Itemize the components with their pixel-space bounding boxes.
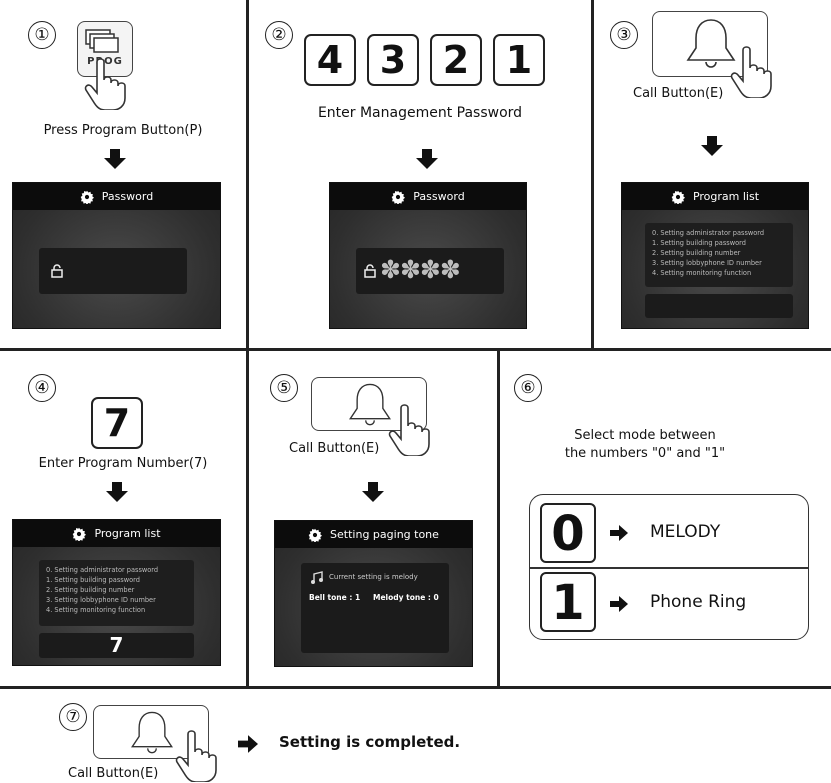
arrow-right-icon	[238, 735, 258, 753]
prog-button[interactable]: PROG	[77, 21, 133, 77]
password-input[interactable]: ✽✽✽✽	[356, 248, 504, 294]
step-number: ③	[610, 21, 638, 49]
digit-key-1[interactable]: 1	[493, 34, 545, 86]
screen-header: Program list	[13, 520, 220, 547]
completion-message: Setting is completed.	[279, 733, 461, 751]
bell-icon	[131, 711, 173, 754]
screen-title: Program list	[94, 527, 161, 540]
program-number-input[interactable]: 7	[39, 633, 194, 658]
device-screen: Password ✽✽✽✽	[330, 183, 526, 328]
screen-header: Password	[13, 183, 220, 210]
current-setting-text: Current setting is melody	[329, 573, 418, 581]
screen-header: Setting paging tone	[275, 521, 472, 548]
list-item[interactable]: 1. Setting building password	[46, 576, 140, 584]
gear-icon	[391, 190, 406, 204]
step-number: ⑦	[59, 703, 87, 731]
instruction-line-1: Select mode between	[574, 428, 716, 443]
windows-icon	[85, 29, 119, 53]
list-item[interactable]: 2. Setting building number	[652, 249, 741, 257]
bell-icon	[349, 383, 391, 426]
gear-icon	[308, 528, 323, 542]
bell-icon	[686, 19, 736, 68]
device-screen: Program list 0. Setting administrator pa…	[13, 520, 220, 665]
digit-key-7[interactable]: 7	[91, 397, 143, 449]
entered-number: 7	[109, 633, 124, 657]
mode-option-phone-ring[interactable]: 1 Phone Ring	[530, 568, 808, 640]
grid-divider-h1	[0, 348, 831, 351]
setting-panel: Current setting is melody Bell tone : 1 …	[301, 563, 449, 653]
grid-divider-v1	[246, 0, 249, 349]
grid-divider-v4	[497, 349, 500, 687]
list-item[interactable]: 4. Setting monitoring function	[46, 606, 146, 614]
program-number-input[interactable]	[645, 294, 793, 318]
step-number: ①	[28, 21, 56, 49]
program-list: 0. Setting administrator password 1. Set…	[645, 223, 793, 287]
device-screen: Password	[13, 183, 220, 328]
list-item[interactable]: 4. Setting monitoring function	[652, 269, 752, 277]
program-list: 0. Setting administrator password 1. Set…	[39, 560, 194, 626]
bell-tone-text: Bell tone : 1	[309, 593, 361, 602]
gear-icon	[671, 190, 685, 204]
melody-tone-text: Melody tone : 0	[373, 593, 439, 602]
screen-title: Password	[413, 190, 465, 203]
list-item[interactable]: 0. Setting administrator password	[46, 566, 159, 574]
lock-icon	[364, 264, 376, 278]
screen-title: Setting paging tone	[330, 528, 439, 541]
pointing-hand-icon	[730, 46, 772, 98]
step-number: ⑥	[514, 374, 542, 402]
mode-option-melody[interactable]: 0 MELODY	[530, 495, 808, 567]
step-caption: Enter Management Password	[317, 105, 523, 121]
digit-key-2[interactable]: 2	[430, 34, 482, 86]
step-caption: Call Button(E)	[289, 441, 380, 456]
music-note-icon	[311, 571, 323, 584]
device-screen: Setting paging tone Current setting is m…	[275, 521, 472, 666]
step-number: ②	[265, 21, 293, 49]
masked-password: ✽✽✽✽	[380, 255, 461, 284]
step-number: ④	[28, 374, 56, 402]
list-item[interactable]: 0. Setting administrator password	[652, 229, 765, 237]
list-item[interactable]: 3. Setting lobbyphone ID number	[652, 259, 762, 267]
pointing-hand-icon	[84, 58, 126, 110]
instruction-line-2: the numbers "0" and "1"	[564, 446, 726, 461]
screen-header: Program list	[622, 183, 808, 210]
list-item[interactable]: 2. Setting building number	[46, 586, 135, 594]
device-screen: Program list 0. Setting administrator pa…	[622, 183, 808, 328]
grid-divider-h2	[0, 686, 831, 689]
password-input[interactable]	[39, 248, 187, 294]
arrow-right-icon	[610, 525, 628, 541]
screen-title: Program list	[692, 190, 760, 203]
pointing-hand-icon	[175, 730, 217, 782]
mode-select-box: 0 MELODY 1 Phone Ring	[529, 494, 809, 640]
grid-divider-v3	[246, 349, 249, 687]
mode-divider	[530, 567, 808, 569]
gear-icon	[80, 190, 94, 204]
step-caption: Enter Program Number(7)	[38, 456, 208, 471]
digit-key-3[interactable]: 3	[367, 34, 419, 86]
step-caption: Press Program Button(P)	[43, 123, 203, 138]
screen-header: Password	[330, 183, 526, 210]
mode-label-phone-ring: Phone Ring	[650, 592, 747, 612]
list-item[interactable]: 3. Setting lobbyphone ID number	[46, 596, 156, 604]
digit-key-4[interactable]: 4	[304, 34, 356, 86]
pointing-hand-icon	[388, 404, 430, 456]
grid-divider-v2	[591, 0, 594, 349]
list-item[interactable]: 1. Setting building password	[652, 239, 746, 247]
screen-title: Password	[101, 190, 154, 203]
step-caption: Call Button(E)	[68, 766, 159, 781]
lock-icon	[51, 264, 63, 278]
gear-icon	[73, 527, 87, 541]
mode-label-melody: MELODY	[650, 522, 721, 542]
step-number: ⑤	[270, 374, 298, 402]
step-caption: Call Button(E)	[633, 86, 724, 101]
mode-key-1[interactable]: 1	[540, 572, 596, 632]
mode-key-0[interactable]: 0	[540, 503, 596, 563]
arrow-right-icon	[610, 596, 628, 612]
